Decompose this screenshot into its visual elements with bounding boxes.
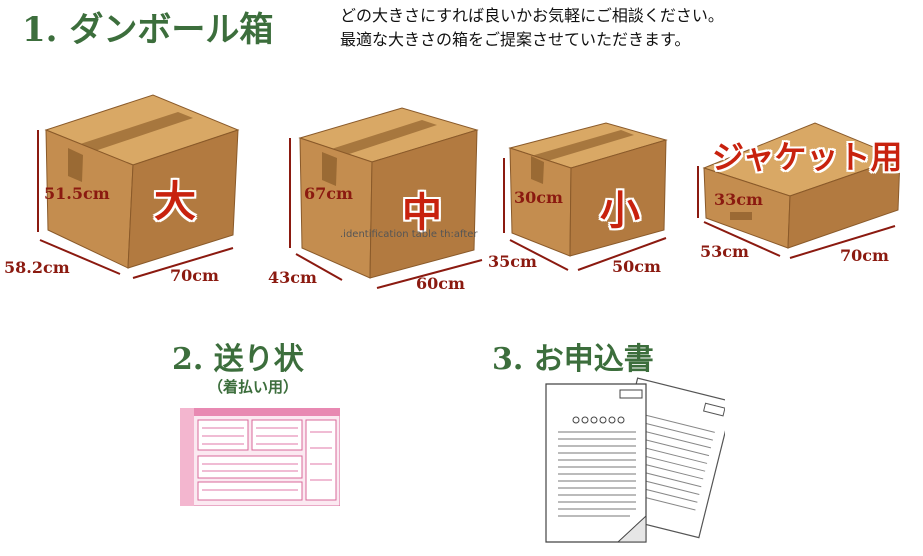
size-label-small: 小 [600,187,640,234]
box-small-depth: 35cm [488,252,537,271]
section-title-cardboard-boxes: 1. ダンボール箱 [22,10,274,50]
size-label-large: 大 [154,177,197,226]
intro-text: どの大きさにすれば良いかお気軽にご相談ください。 最適な大きさの箱をご提案させて… [340,4,724,52]
box-small [496,118,681,282]
cardboard-box-jacket-illustration [697,122,902,259]
section-title-application-form: 3. お申込書 [492,342,654,377]
intro-line-2: 最適な大きさの箱をご提案させていただきます。 [340,30,691,49]
cardboard-box-small-illustration [503,122,668,271]
note-text: .identification table th:after [340,229,478,240]
cardboard-box-medium-illustration [289,107,483,289]
box-large-height: 51.5cm [44,184,110,203]
box-jacket-width: 70cm [840,246,889,265]
size-label-jacket: ジャケット用 [712,138,903,176]
box-large [28,90,243,284]
box-medium [282,100,497,294]
box-small-width: 50cm [612,257,661,276]
shipping-slip-subtitle: （着払い用） [208,378,299,396]
box-large-width: 70cm [170,266,219,285]
box-medium-width: 60cm [416,274,465,293]
shipping-slip-image [179,407,341,507]
box-jacket-depth: 53cm [700,242,749,261]
application-form-image [540,372,734,552]
box-medium-height: 67cm [304,184,353,203]
box-jacket-height: 33cm [714,190,763,209]
box-medium-depth: 43cm [268,268,317,287]
box-large-depth: 58.2cm [4,258,70,277]
box-jacket [690,118,905,262]
section-title-shipping-slip: 2. 送り状 [172,342,304,377]
box-small-height: 30cm [514,188,563,207]
intro-line-1: どの大きさにすれば良いかお気軽にご相談ください。 [340,6,724,25]
size-label-medium: 中 [402,189,442,236]
cardboard-box-large-illustration [37,94,240,279]
